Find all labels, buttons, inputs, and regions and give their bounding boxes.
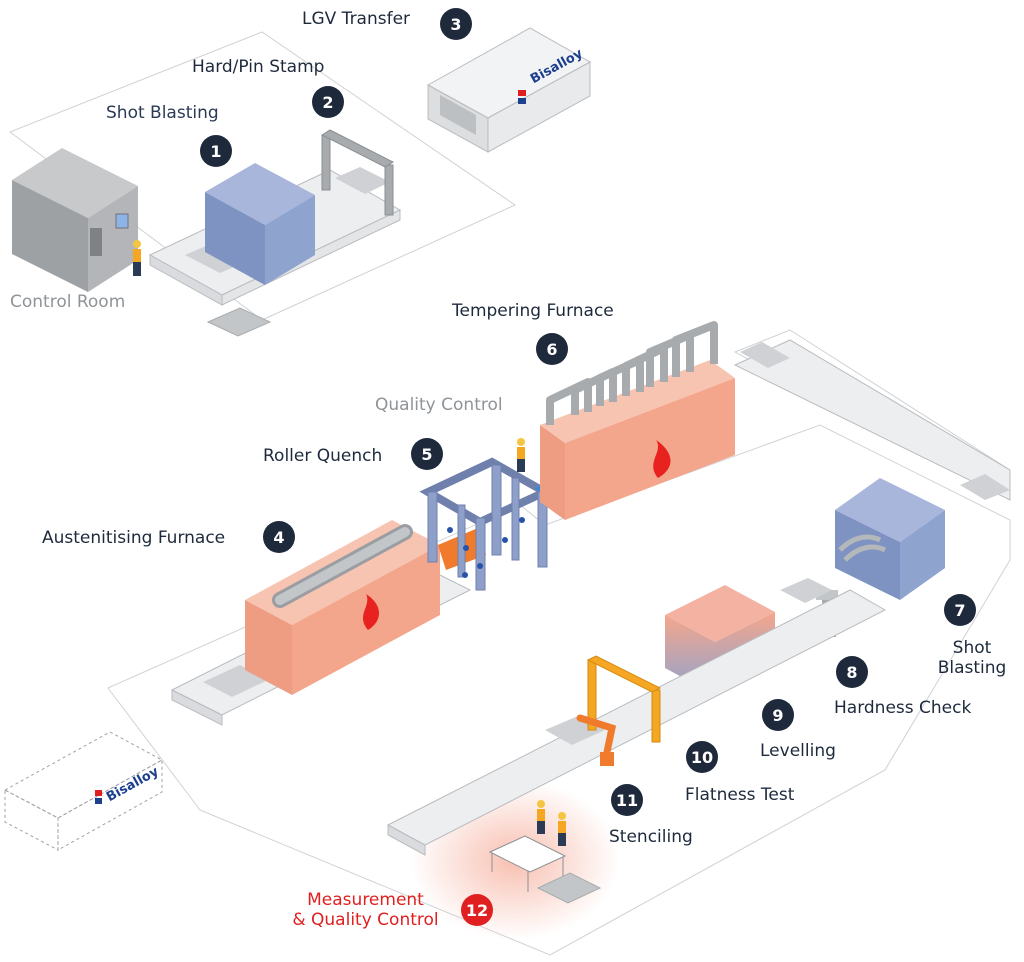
label-measurement-line2: & Quality Control [292,910,439,931]
shot-blaster-7 [835,478,945,600]
badge-10: 10 [686,741,718,773]
inspector-figures [537,800,566,846]
badge-2: 2 [312,86,344,118]
worker-figure [133,240,141,276]
label-hard-pin-stamp: Hard/Pin Stamp [192,57,325,77]
austenitising-furnace [245,520,440,695]
stenciling-robot [576,714,617,766]
label-levelling: Levelling [760,741,836,761]
label-control-room: Control Room [10,292,126,312]
badge-12: 12 [461,894,493,926]
label-measurement-line1: Measurement [307,890,424,910]
label-measurement-quality-control: Measurement & Quality Control [283,890,448,931]
measurement-table [488,835,567,892]
label-lgv-transfer: LGV Transfer [302,9,411,29]
stamp-frame [320,129,395,216]
shot-blaster-1 [205,163,315,285]
flatness-gantry [586,655,662,743]
finished-plate [536,872,602,904]
label-roller-quench: Roller Quench [263,446,383,466]
label-tempering-furnace: Tempering Furnace [452,301,614,321]
label-shot-blasting-7: Shot Blasting [932,638,1012,679]
label-austenitising-furnace: Austenitising Furnace [42,528,226,548]
badge-7: 7 [944,594,976,626]
label-quality-control: Quality Control [375,395,503,415]
tempering-furnace [540,321,735,520]
control-room-building [12,148,138,292]
badge-9: 9 [762,699,794,731]
label-hardness-check: Hardness Check [834,698,972,718]
badge-5: 5 [411,438,443,470]
badge-11: 11 [611,784,643,816]
badge-6: 6 [536,333,568,365]
label-shot-blasting-7-line1: Shot [952,638,992,658]
dashed-truck [3,731,164,851]
quality-worker-figure [517,438,525,472]
return-conveyor [733,339,1011,501]
badge-3: 3 [440,8,472,40]
badge-1: 1 [200,135,232,167]
label-shot-blasting-7-line2: Blasting [937,658,1007,679]
roller-quench-frame [419,457,554,591]
label-flatness-test: Flatness Test [685,785,795,805]
label-shot-blasting-1: Shot Blasting [106,103,219,123]
badge-4: 4 [263,521,295,553]
lgv-transfer-truck [426,27,592,153]
badge-8: 8 [836,656,868,688]
steel-plate [206,307,272,337]
label-stenciling: Stenciling [609,827,693,847]
output-conveyor [386,578,887,856]
